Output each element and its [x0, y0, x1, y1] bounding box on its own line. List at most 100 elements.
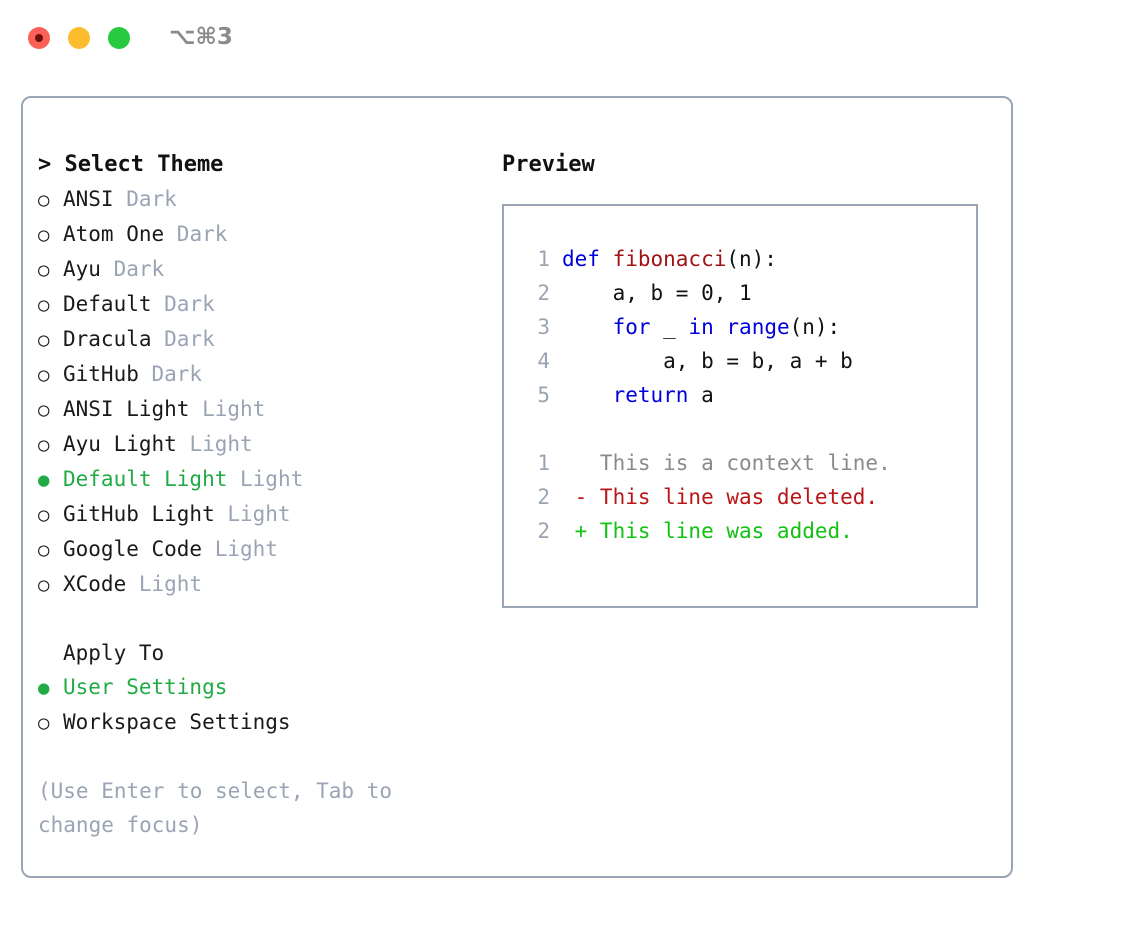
- code-line: 1 def fibonacci(n):: [518, 242, 976, 276]
- option-label: Default: [63, 292, 152, 316]
- radio-selected-icon: ●: [38, 677, 50, 699]
- option-category-tag: Dark: [151, 327, 215, 351]
- token-txt: _: [650, 315, 689, 339]
- token-add: + This line was added.: [562, 519, 853, 543]
- preview-title: Preview: [502, 152, 595, 177]
- token-txt: a, b = 0, 1: [562, 281, 752, 305]
- code-diff-spacer: [518, 412, 976, 446]
- option-label: Default Light: [63, 467, 228, 491]
- theme-option-row[interactable]: ○ Atom One Dark: [38, 217, 478, 252]
- option-category-tag: Light: [202, 537, 278, 561]
- line-content: def fibonacci(n):: [562, 242, 777, 276]
- line-number: 5: [537, 383, 550, 407]
- token-kw: return: [612, 383, 689, 407]
- line-content: for _ in range(n):: [562, 310, 841, 344]
- line-content: a, b = 0, 1: [562, 276, 752, 310]
- option-category-tag: Dark: [113, 187, 177, 211]
- token-kw: range: [726, 315, 790, 339]
- code-line: 2 a, b = 0, 1: [518, 276, 976, 310]
- radio-unselected-icon: ○: [38, 712, 50, 734]
- option-category-tag: Dark: [138, 362, 203, 386]
- token-txt: [562, 315, 613, 339]
- maximize-button[interactable]: [108, 27, 130, 49]
- option-category-tag: Light: [214, 502, 291, 526]
- line-number: 3: [537, 315, 550, 339]
- option-label: Dracula: [63, 327, 152, 351]
- theme-option-row[interactable]: ● Default Light Light: [38, 462, 478, 497]
- theme-option-row[interactable]: ● User Settings: [38, 670, 478, 705]
- theme-option-row[interactable]: ○ Workspace Settings: [38, 705, 478, 740]
- theme-option-row[interactable]: ○Google Code Light: [38, 532, 478, 567]
- option-label: Ayu Light: [63, 432, 177, 456]
- token-kw: for: [612, 315, 651, 339]
- radio-unselected-icon: ○: [38, 259, 50, 281]
- theme-option-row[interactable]: ○ GitHub Dark: [38, 357, 478, 392]
- option-category-tag: Light: [126, 572, 203, 596]
- radio-unselected-icon: ○: [38, 539, 50, 561]
- option-category-tag: Light: [227, 467, 304, 491]
- diff-line: 2 - This line was deleted.: [518, 480, 976, 514]
- line-number: 2: [537, 519, 550, 543]
- theme-option-row[interactable]: ○ANSI Light Light: [38, 392, 478, 427]
- token-txt: a: [688, 383, 714, 407]
- section-spacer: [38, 602, 478, 636]
- theme-option-row[interactable]: ○ ANSI Dark: [38, 182, 478, 217]
- keyboard-hint-text: (Use Enter to select, Tab to change focu…: [38, 779, 405, 837]
- option-category-tag: Dark: [100, 257, 165, 281]
- recording-indicator-icon: [35, 34, 43, 42]
- token-ctx: This is a context line.: [562, 451, 891, 475]
- title-bar: ⌥⌘3: [0, 0, 1140, 78]
- theme-option-row[interactable]: ○ Ayu Light Light: [38, 427, 478, 462]
- code-line: 5 return a: [518, 378, 976, 412]
- theme-option-row[interactable]: ○ Default Dark: [38, 287, 478, 322]
- line-number: 1: [537, 451, 550, 475]
- token-txt: (n):: [726, 247, 777, 271]
- token-txt: (n):: [789, 315, 841, 339]
- diff-sample: 1 This is a context line. 2 - This line w…: [518, 446, 976, 548]
- radio-unselected-icon: ○: [38, 504, 50, 526]
- option-label: XCode: [63, 572, 127, 596]
- diff-line: 2 + This line was added.: [518, 514, 976, 548]
- radio-unselected-icon: ○: [38, 364, 50, 386]
- token-txt: [714, 315, 727, 339]
- theme-option-row[interactable]: ○ GitHub Light Light: [38, 497, 478, 532]
- radio-unselected-icon: ○: [38, 224, 50, 246]
- radio-unselected-icon: ○: [38, 294, 50, 316]
- option-category-tag: Light: [189, 397, 266, 421]
- option-category-tag: Dark: [151, 292, 215, 316]
- option-category-tag: Dark: [164, 222, 228, 246]
- token-del: - This line was deleted.: [562, 485, 879, 509]
- option-label: Workspace Settings: [63, 710, 291, 734]
- theme-option-row[interactable]: ○Ayu Dark: [38, 252, 478, 287]
- theme-option-row[interactable]: ○XCode Light: [38, 567, 478, 602]
- option-label: GitHub Light: [63, 502, 215, 526]
- line-number: 1: [537, 247, 550, 271]
- option-label: Atom One: [63, 222, 165, 246]
- radio-unselected-icon: ○: [38, 189, 50, 211]
- line-content: return a: [562, 378, 714, 412]
- option-label: User Settings: [63, 675, 228, 699]
- code-line: 3 for _ in range(n):: [518, 310, 976, 344]
- line-content: + This line was added.: [562, 514, 853, 548]
- main-panel: > Select Theme ○ANSI Dark○Atom One Dark○…: [21, 96, 1013, 878]
- minimize-button[interactable]: [68, 27, 90, 49]
- radio-unselected-icon: ○: [38, 399, 50, 421]
- theme-selector-column: > Select Theme ○ANSI Dark○Atom One Dark○…: [38, 148, 478, 842]
- theme-option-list: ○ANSI Dark○Atom One Dark○Ayu Dark○Defaul…: [38, 182, 478, 602]
- line-number: 4: [537, 349, 550, 373]
- option-category-tag: Light: [176, 432, 253, 456]
- option-label: ANSI: [63, 187, 114, 211]
- radio-selected-icon: ●: [38, 469, 50, 491]
- option-label: GitHub: [63, 362, 139, 386]
- radio-unselected-icon: ○: [38, 434, 50, 456]
- line-number: 2: [537, 485, 550, 509]
- token-txt: a, b = b, a + b: [562, 349, 853, 373]
- apply-to-label: Apply To: [63, 641, 165, 665]
- theme-list-header: > Select Theme: [38, 152, 224, 177]
- theme-option-row[interactable]: ○Dracula Dark: [38, 322, 478, 357]
- token-txt: [562, 383, 613, 407]
- apply-to-option-list: ● User Settings ○ Workspace Settings: [38, 670, 478, 740]
